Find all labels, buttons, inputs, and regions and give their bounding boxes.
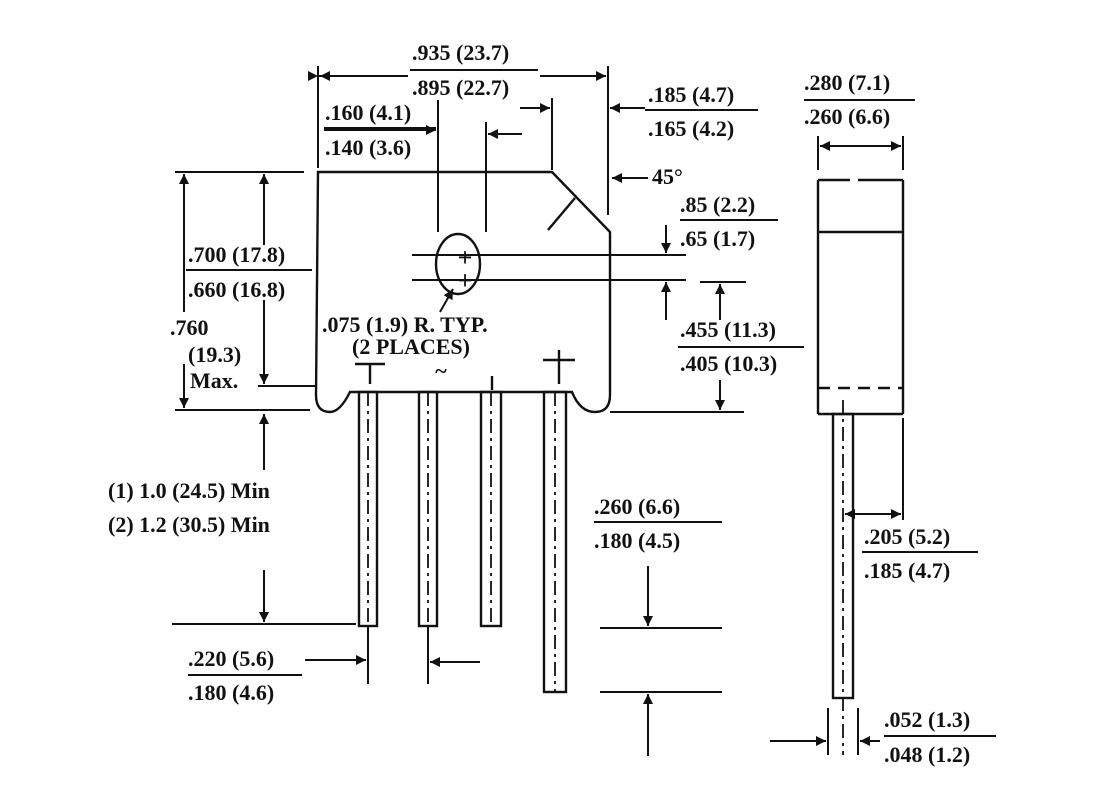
total-height-note: Max.	[190, 368, 238, 393]
lead-offset-min: .180 (4.5)	[594, 528, 680, 553]
hole-height-min: .405 (10.3)	[680, 351, 777, 376]
ac-symbol: ~	[435, 358, 447, 383]
overall-width-min: .895 (22.7)	[412, 75, 509, 100]
total-height-metric: (19.3)	[188, 342, 241, 367]
radius-note-line2: (2 PLACES)	[352, 334, 470, 359]
chamfer-offset-max: .185 (4.7)	[648, 82, 734, 107]
total-height-value: .760	[170, 315, 209, 340]
hole-spacing-min: .65 (1.7)	[680, 226, 755, 251]
body-height-max: .700 (17.8)	[188, 242, 285, 267]
hole-offset-min: .140 (3.6)	[325, 135, 411, 160]
plus-symbol-lower: +	[458, 266, 473, 295]
leads	[357, 390, 568, 694]
mounting-hole: + +	[412, 232, 686, 296]
hole-offset-max: .160 (4.1)	[325, 100, 411, 125]
thickness-min: .260 (6.6)	[804, 104, 890, 129]
lead-offset-max: .260 (6.6)	[594, 494, 680, 519]
chamfer-offset-min: .165 (4.2)	[648, 116, 734, 141]
lead-diameter-min: .048 (1.2)	[884, 742, 970, 767]
lead-length-line2: (2) 1.2 (30.5) Min	[108, 512, 270, 537]
lead-pitch-min: .180 (4.6)	[188, 680, 274, 705]
overall-width-max: .935 (23.7)	[412, 40, 509, 65]
radius-note-line1: .075 (1.9) R. TYP.	[322, 312, 488, 337]
front-view: + + ~	[314, 170, 686, 694]
body-height-min: .660 (16.8)	[188, 277, 285, 302]
lead-length-line1: (1) 1.0 (24.5) Min	[108, 478, 270, 503]
package-body-outline	[314, 170, 612, 414]
lead-diameter-max: .052 (1.3)	[884, 707, 970, 732]
plus-symbol-upper: +	[458, 243, 473, 272]
hole-height-max: .455 (11.3)	[680, 317, 776, 342]
side-view	[816, 178, 905, 755]
lead-pitch-max: .220 (5.6)	[188, 646, 274, 671]
lead-position-min: .185 (4.7)	[864, 558, 950, 583]
thickness-max: .280 (7.1)	[804, 70, 890, 95]
hole-spacing-max: .85 (2.2)	[680, 192, 755, 217]
chamfer-angle: 45°	[652, 164, 683, 189]
lead-position-max: .205 (5.2)	[864, 524, 950, 549]
